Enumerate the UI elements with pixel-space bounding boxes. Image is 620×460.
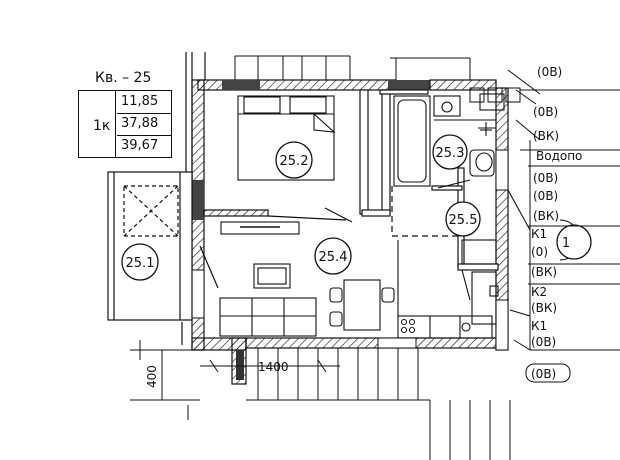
stairs: [246, 348, 511, 460]
wardrobe: [220, 221, 300, 235]
riser-label-8: К1: [531, 227, 547, 241]
riser-label-3: (ВК): [533, 129, 559, 143]
right-wall: [495, 87, 509, 351]
top-wall: [197, 52, 497, 91]
riser-label-13: К1: [531, 319, 547, 333]
area-with-balcony: 39,67: [121, 138, 159, 153]
area-row-living: 11,85: [117, 91, 171, 114]
room-label-25-3: 25.3: [436, 146, 465, 161]
room-markers: [121, 134, 592, 281]
left-wall: [191, 79, 205, 351]
room-label-25-5: 25.5: [449, 213, 478, 228]
riser-label-12: (ВК): [531, 301, 557, 315]
bottom-wall: [191, 337, 503, 385]
dimension-1400: 1400: [258, 360, 289, 374]
bedroom-door: [267, 207, 353, 223]
living-furniture: [219, 240, 493, 339]
riser-labels: (0В) (0В) (ВК) Водопо (0В) (0В) (ВК) К1 …: [531, 65, 582, 381]
riser-label-4: Водопо: [536, 149, 582, 163]
area-row-total: 37,88: [117, 113, 171, 136]
room-type: 1к: [93, 118, 111, 134]
riser-label-2: (0В): [533, 105, 558, 119]
riser-label-1: (0В): [537, 65, 562, 79]
riser-label-7: (ВК): [533, 209, 559, 223]
dimension-400: 400: [145, 365, 159, 388]
room-label-right: 1: [562, 236, 570, 251]
room-marker-25-3: [432, 134, 468, 170]
risers: [469, 69, 620, 351]
room-label-25-2: 25.2: [280, 154, 309, 169]
riser-label-9: (0): [531, 245, 548, 259]
room-marker-25-5: [445, 201, 481, 237]
area-living: 11,85: [121, 94, 159, 109]
bed: [237, 95, 336, 181]
room-marker-25-2: [275, 141, 313, 179]
apartment-area-table: 1к 11,85 37,88 39,67: [78, 90, 172, 158]
balcony: [107, 171, 219, 321]
area-row-balcony: 39,67: [117, 135, 171, 157]
riser-label-5: (0В): [533, 171, 558, 185]
room-labels: 25.1 25.2 25.3 25.4 25.5 1: [126, 146, 571, 271]
riser-label-10: (ВК): [531, 265, 557, 279]
riser-label-15: (0В): [531, 367, 556, 381]
room-marker-right: [556, 224, 592, 260]
riser-label-6: (0В): [533, 189, 558, 203]
room-label-25-1: 25.1: [126, 256, 155, 271]
room-marker-25-1: [121, 243, 159, 281]
room-marker-25-4: [314, 237, 352, 275]
riser-label-boxes: [525, 165, 620, 383]
hallway-fixtures: [437, 179, 531, 325]
apartment-title: Кв. – 25: [95, 70, 152, 86]
room-type-cell: 1к: [79, 91, 116, 157]
dimension-labels: 1400 400: [145, 360, 289, 388]
dimension-lines: [130, 340, 340, 420]
room-label-25-4: 25.4: [319, 250, 348, 265]
riser-label-14: (0В): [531, 335, 556, 349]
area-total: 37,88: [121, 116, 159, 131]
riser-label-11: К2: [531, 285, 547, 299]
